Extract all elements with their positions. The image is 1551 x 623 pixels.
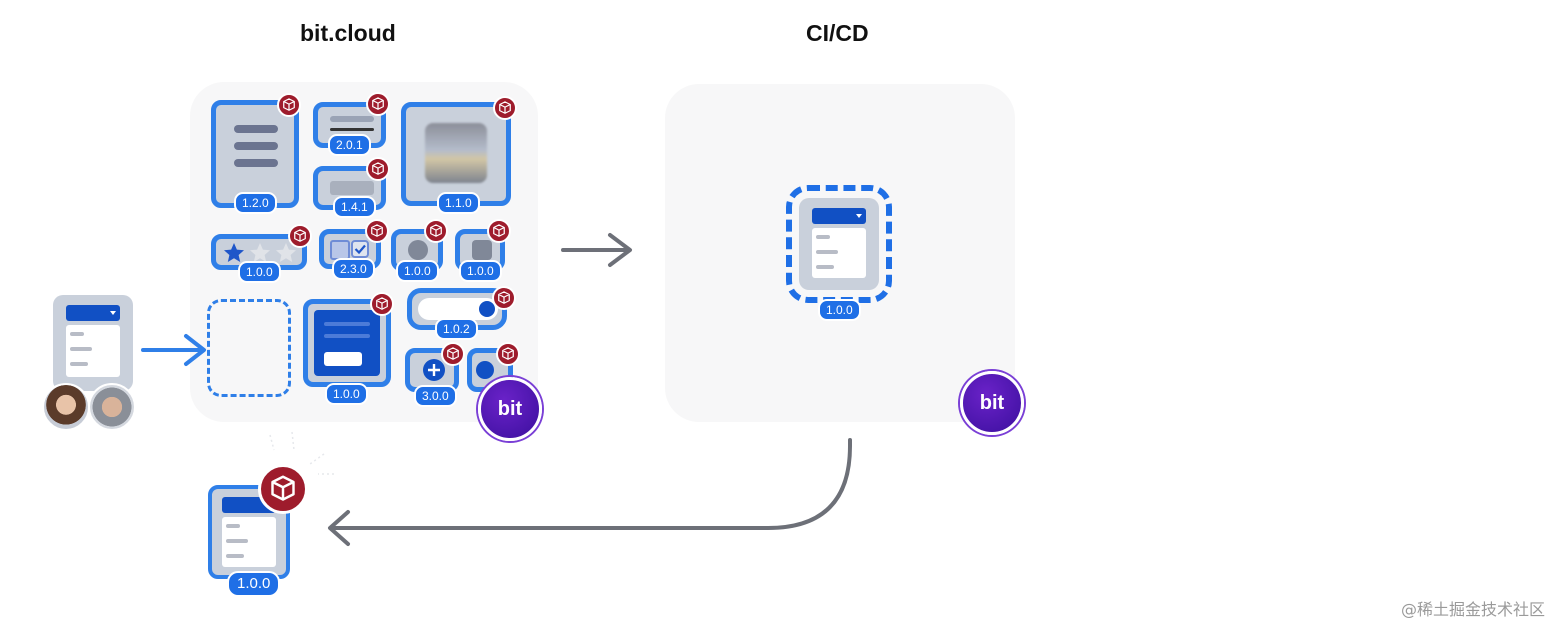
sparkle-lines [269,431,334,475]
doc-line [234,159,278,167]
star-icon [276,243,296,262]
dropdown-header [66,305,120,321]
dropdown-caret-icon [110,311,116,315]
version-badge: 1.0.0 [325,383,368,405]
version-badge: 1.0.0 [396,260,439,282]
arrow-right-icon [561,233,632,267]
watermark: @稀土掘金技术社区 [1400,600,1545,619]
divider-line [330,128,374,131]
version-badge: 3.0.0 [414,385,457,407]
bit-logo: bit [960,371,1024,435]
checkbox-icon [351,240,369,258]
dropdown-list [66,325,120,377]
component-image[interactable] [401,102,511,206]
version-badge: 1.0.2 [435,318,478,340]
card-body [314,310,380,376]
card-line [324,334,370,338]
dot-shape [476,361,494,379]
package-icon [288,224,312,248]
package-icon [496,342,520,366]
contributed-dropdown-component[interactable] [53,295,133,391]
version-badge: 2.0.1 [328,134,371,156]
toggle-track [418,298,498,320]
list-line [226,539,248,543]
dropdown-list [222,517,276,567]
star-icon [224,243,244,262]
package-icon [487,219,511,243]
package-icon [277,93,301,117]
dropdown-caret-icon [856,214,862,218]
checkbox-empty [330,240,350,260]
plus-icon [423,359,445,381]
list-line [226,524,240,528]
version-badge: 1.0.0 [818,299,861,321]
new-component-placeholder [207,299,291,397]
bit-logo: bit [478,377,542,441]
package-icon [366,157,390,181]
package-icon [365,219,389,243]
version-badge: 2.3.0 [332,258,375,280]
input-bar [330,181,374,195]
version-badge: 1.0.0 [459,260,502,282]
doc-line [234,142,278,150]
square-shape [472,240,492,260]
component-document[interactable] [211,100,299,208]
avatar-shape [408,240,428,260]
avatar [88,383,136,431]
list-line [816,250,838,254]
arrow-right-icon [141,334,206,366]
star-icon [250,243,270,262]
list-line [70,332,84,336]
list-line [70,347,92,351]
bit-cloud-title: bit.cloud [300,20,396,46]
package-icon [424,219,448,243]
version-badge: 1.4.1 [333,196,376,218]
card-line [324,322,370,326]
dropdown-header [812,208,866,224]
list-line [70,362,88,366]
doc-line [234,125,278,133]
toggle-knob [479,301,495,317]
list-line [226,554,244,558]
package-icon [493,96,517,120]
package-icon [492,286,516,310]
package-icon [258,464,308,514]
package-icon [441,342,465,366]
divider-top [330,116,374,122]
card-button [324,352,362,366]
building-component[interactable] [799,198,879,290]
version-badge: 1.0.0 [227,571,281,597]
version-badge: 1.1.0 [437,192,480,214]
dropdown-list [812,228,866,278]
list-line [816,265,834,269]
image-thumbnail [425,123,487,183]
version-badge: 1.2.0 [234,192,277,214]
cicd-title: CI/CD [806,20,869,46]
list-line [816,235,830,239]
return-arrow [328,438,852,546]
version-badge: 1.0.0 [238,261,281,283]
package-icon [366,92,390,116]
package-icon [370,292,394,316]
avatar [42,383,90,431]
